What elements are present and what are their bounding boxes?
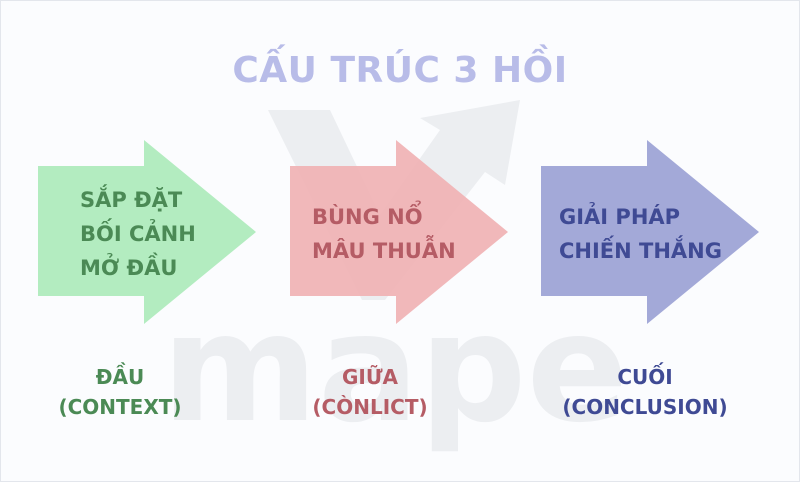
arrow-conflict-shape	[290, 140, 508, 324]
arrow-setup-text: SẮP ĐẶT BỐI CẢNH MỞ ĐẦU	[80, 184, 196, 284]
arrow-setup: SẮP ĐẶT BỐI CẢNH MỞ ĐẦU	[38, 140, 260, 324]
caption-end-label: CUỐI	[617, 365, 673, 389]
arrow-conflict-line: MÂU THUẪN	[312, 239, 456, 263]
arrow-setup-line: MỞ ĐẦU	[80, 256, 178, 280]
arrow-resolution-line: GIẢI PHÁP	[559, 205, 681, 229]
caption-beginning-label: ĐẦU	[95, 365, 145, 389]
caption-middle-sub: (CÒNLICT)	[312, 395, 428, 419]
caption-end-sub: (CONCLUSION)	[562, 395, 728, 419]
arrow-setup-shape	[38, 140, 256, 324]
arrow-conflict-text: BÙNG NỔ MÂU THUẪN	[312, 198, 456, 270]
caption-end: CUỐI (CONCLUSION)	[540, 362, 750, 422]
arrow-resolution: GIẢI PHÁP CHIẾN THẮNG	[541, 140, 763, 324]
arrow-conflict: BÙNG NỔ MÂU THUẪN	[290, 140, 512, 324]
arrow-resolution-shape	[541, 140, 759, 324]
arrow-resolution-line: CHIẾN THẮNG	[559, 239, 722, 263]
arrow-conflict-line: BÙNG NỔ	[312, 205, 423, 229]
arrow-setup-line: BỐI CẢNH	[80, 222, 196, 246]
arrow-resolution-text: GIẢI PHÁP CHIẾN THẮNG	[559, 198, 722, 270]
caption-middle: GIỮA (CÒNLICT)	[280, 362, 460, 422]
diagram-title: CẤU TRÚC 3 HỒI	[232, 50, 568, 91]
caption-beginning-sub: (CONTEXT)	[58, 395, 182, 419]
caption-middle-label: GIỮA	[341, 365, 399, 389]
watermark-text: mape	[162, 282, 629, 456]
arrow-setup-line: SẮP ĐẶT	[80, 188, 183, 212]
caption-beginning: ĐẦU (CONTEXT)	[30, 362, 210, 422]
